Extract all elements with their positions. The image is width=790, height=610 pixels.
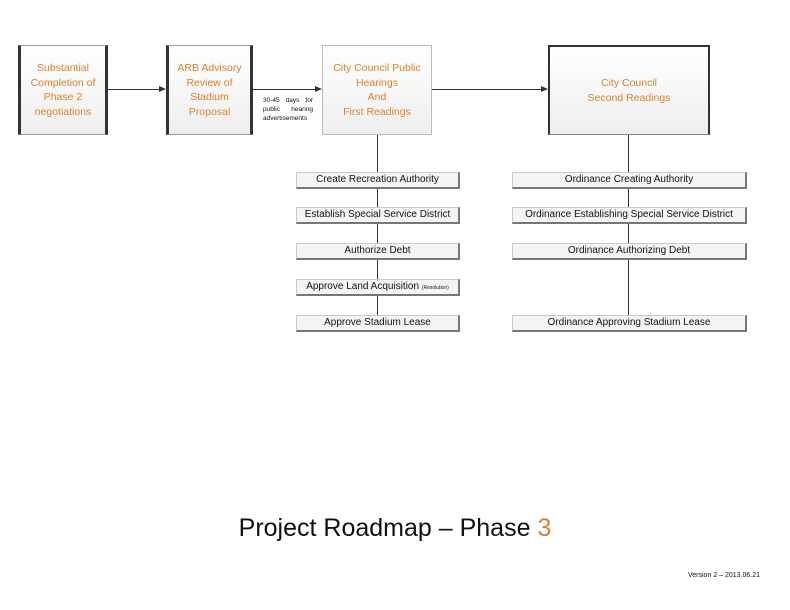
second-readings-spine	[628, 135, 629, 322]
first-reading-item: Approve Stadium Lease	[296, 315, 460, 332]
connector-line	[108, 89, 160, 90]
stage-arb-review: ARB Advisory Review of Stadium Proposal	[166, 45, 253, 135]
arrow-head	[541, 86, 548, 92]
item-label: Approve Land Acquisition	[306, 281, 420, 292]
item-label: Approve Stadium Lease	[324, 317, 431, 328]
item-label: Ordinance Establishing Special Service D…	[525, 209, 733, 220]
item-label: Authorize Debt	[344, 245, 411, 256]
first-reading-item: Authorize Debt	[296, 243, 460, 260]
title-phase-number: 3	[537, 514, 552, 542]
item-suffix: (Resolution)	[421, 285, 449, 291]
advertisement-note: 30-45 days for public hearing advertisem…	[263, 97, 313, 122]
first-reading-item: Establish Special Service District	[296, 207, 460, 224]
stage-phase2-negotiations: Substantial Completion of Phase 2 negoti…	[18, 45, 108, 135]
title-prefix: Project Roadmap – Phase	[238, 514, 538, 542]
first-reading-item: Approve Land Acquisition (Resolution)	[296, 279, 460, 296]
item-label: Ordinance Creating Authority	[564, 174, 694, 185]
first-readings-spine	[377, 135, 378, 322]
arrow-head	[159, 86, 166, 92]
page-title: Project Roadmap – Phase 3	[0, 514, 790, 543]
second-reading-item: Ordinance Establishing Special Service D…	[512, 207, 747, 224]
item-label: Ordinance Authorizing Debt	[567, 245, 691, 256]
stage-first-readings: City Council Public Hearings And First R…	[322, 45, 432, 135]
first-reading-item: Create Recreation Authority	[296, 172, 460, 189]
item-label: Create Recreation Authority	[316, 174, 439, 185]
connector-line	[432, 89, 542, 90]
stage-label: Substantial Completion of Phase 2 negoti…	[30, 62, 96, 118]
item-label: Ordinance Approving Stadium Lease	[547, 317, 711, 328]
arrow-head	[315, 86, 322, 92]
second-reading-item: Ordinance Authorizing Debt	[512, 243, 747, 260]
item-label: Establish Special Service District	[304, 209, 451, 220]
stage-second-readings: City Council Second Readings	[548, 45, 710, 135]
second-reading-item: Ordinance Approving Stadium Lease	[512, 315, 747, 332]
second-reading-item: Ordinance Creating Authority	[512, 172, 747, 189]
version-label: Version 2 – 2013.06.21	[687, 572, 760, 579]
stage-label: City Council Public Hearings And First R…	[333, 62, 421, 118]
stage-label: ARB Advisory Review of Stadium Proposal	[177, 62, 242, 118]
stage-label: City Council Second Readings	[587, 77, 671, 104]
connector-line	[253, 89, 316, 90]
